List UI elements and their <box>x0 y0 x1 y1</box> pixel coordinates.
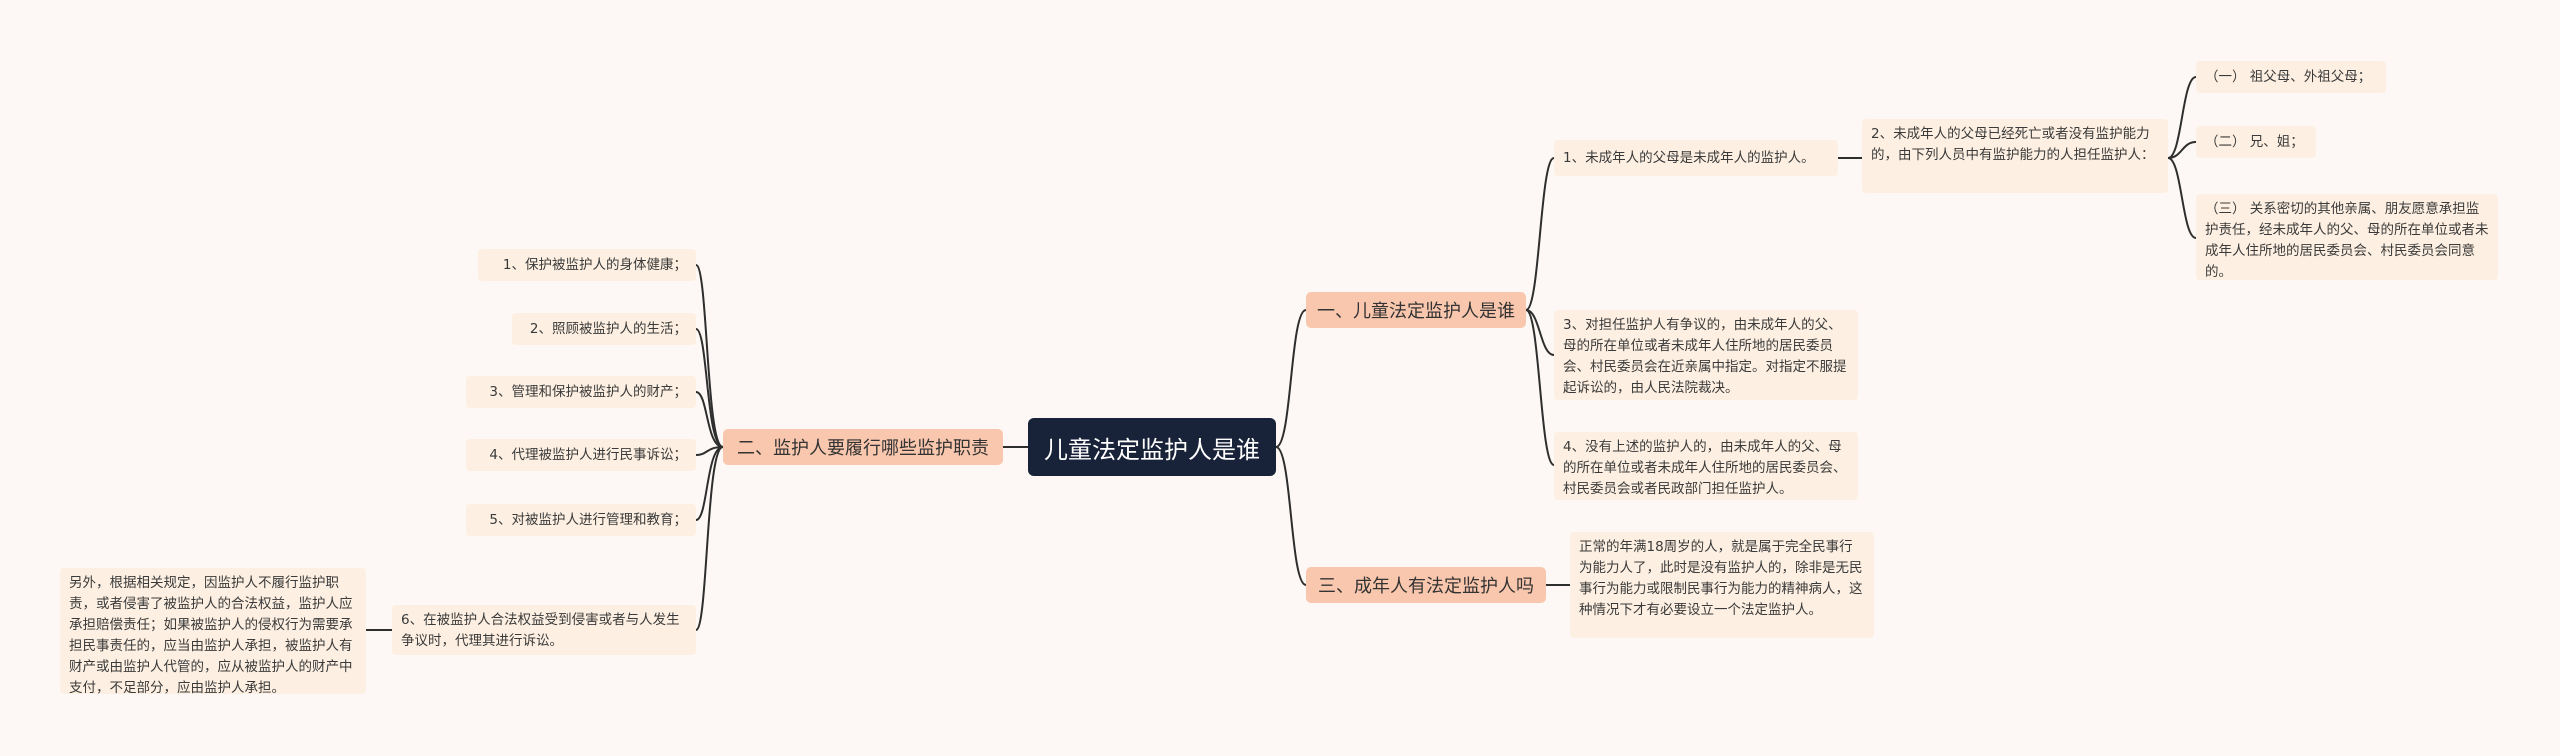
branch-who-is-guardian[interactable]: 一、儿童法定监护人是谁 <box>1306 292 1526 328</box>
leaf-disputed-guardianship[interactable]: 3、对担任监护人有争议的，由未成年人的父、母的所在单位或者未成年人住所地的居民委… <box>1554 310 1858 400</box>
branch-guardian-duties[interactable]: 二、监护人要履行哪些监护职责 <box>723 429 1003 465</box>
leaf-duty-2[interactable]: 2、照顾被监护人的生活； <box>512 313 696 345</box>
leaf-label: （三） 关系密切的其他亲属、朋友愿意承担监护责任，经未成年人的父、母的所在单位或… <box>2205 201 2489 280</box>
leaf-label: （二） 兄、姐； <box>2205 133 2304 150</box>
leaf-duty-1[interactable]: 1、保护被监护人的身体健康； <box>478 249 696 281</box>
leaf-label: 3、对担任监护人有争议的，由未成年人的父、母的所在单位或者未成年人住所地的居民委… <box>1563 317 1847 396</box>
branch-adult-guardian[interactable]: 三、成年人有法定监护人吗 <box>1306 567 1546 603</box>
branch-label: 二、监护人要履行哪些监护职责 <box>737 438 989 459</box>
branch-label: 一、儿童法定监护人是谁 <box>1317 301 1515 322</box>
leaf-label: （一） 祖父母、外祖父母； <box>2205 68 2372 85</box>
leaf-option-siblings[interactable]: （二） 兄、姐； <box>2196 126 2316 158</box>
leaf-label: 1、保护被监护人的身体健康； <box>502 256 687 273</box>
root-node[interactable]: 儿童法定监护人是谁 <box>1028 418 1276 476</box>
leaf-option-grandparents[interactable]: （一） 祖父母、外祖父母； <box>2196 61 2386 93</box>
leaf-label: 6、在被监护人合法权益受到侵害或者与人发生争议时，代理其进行诉讼。 <box>401 612 680 649</box>
branch-label: 三、成年人有法定监护人吗 <box>1318 576 1534 597</box>
leaf-label: 1、未成年人的父母是未成年人的监护人。 <box>1563 149 1815 166</box>
leaf-liability-note[interactable]: 另外，根据相关规定，因监护人不履行监护职责，或者侵害了被监护人的合法权益，监护人… <box>60 568 366 696</box>
leaf-duty-3[interactable]: 3、管理和保护被监护人的财产； <box>466 376 696 408</box>
leaf-duty-6[interactable]: 6、在被监护人合法权益受到侵害或者与人发生争议时，代理其进行诉讼。 <box>392 605 696 655</box>
leaf-parents-are-guardians[interactable]: 1、未成年人的父母是未成年人的监护人。 <box>1554 140 1838 176</box>
leaf-label: 另外，根据相关规定，因监护人不履行监护职责，或者侵害了被监护人的合法权益，监护人… <box>69 575 353 696</box>
leaf-label: 4、没有上述的监护人的，由未成年人的父、母的所在单位或者未成年人住所地的居民委员… <box>1563 439 1847 497</box>
leaf-duty-5[interactable]: 5、对被监护人进行管理和教育； <box>466 504 696 536</box>
leaf-label: 2、照顾被监护人的生活； <box>529 320 687 337</box>
root-label: 儿童法定监护人是谁 <box>1044 435 1260 464</box>
leaf-adult-detail[interactable]: 正常的年满18周岁的人，就是属于完全民事行为能力人了，此时是没有监护人的，除非是… <box>1570 532 1874 638</box>
leaf-duty-4[interactable]: 4、代理被监护人进行民事诉讼； <box>466 439 696 471</box>
leaf-label: 4、代理被监护人进行民事诉讼； <box>489 446 687 463</box>
leaf-label: 正常的年满18周岁的人，就是属于完全民事行为能力人了，此时是没有监护人的，除非是… <box>1579 539 1863 618</box>
leaf-option-relatives[interactable]: （三） 关系密切的其他亲属、朋友愿意承担监护责任，经未成年人的父、母的所在单位或… <box>2196 194 2498 280</box>
leaf-label: 3、管理和保护被监护人的财产； <box>489 383 687 400</box>
leaf-label: 2、未成年人的父母已经死亡或者没有监护能力的，由下列人员中有监护能力的人担任监护… <box>1871 126 2155 163</box>
leaf-parents-deceased[interactable]: 2、未成年人的父母已经死亡或者没有监护能力的，由下列人员中有监护能力的人担任监护… <box>1862 119 2168 193</box>
leaf-label: 5、对被监护人进行管理和教育； <box>489 511 687 528</box>
leaf-no-guardian[interactable]: 4、没有上述的监护人的，由未成年人的父、母的所在单位或者未成年人住所地的居民委员… <box>1554 432 1858 500</box>
